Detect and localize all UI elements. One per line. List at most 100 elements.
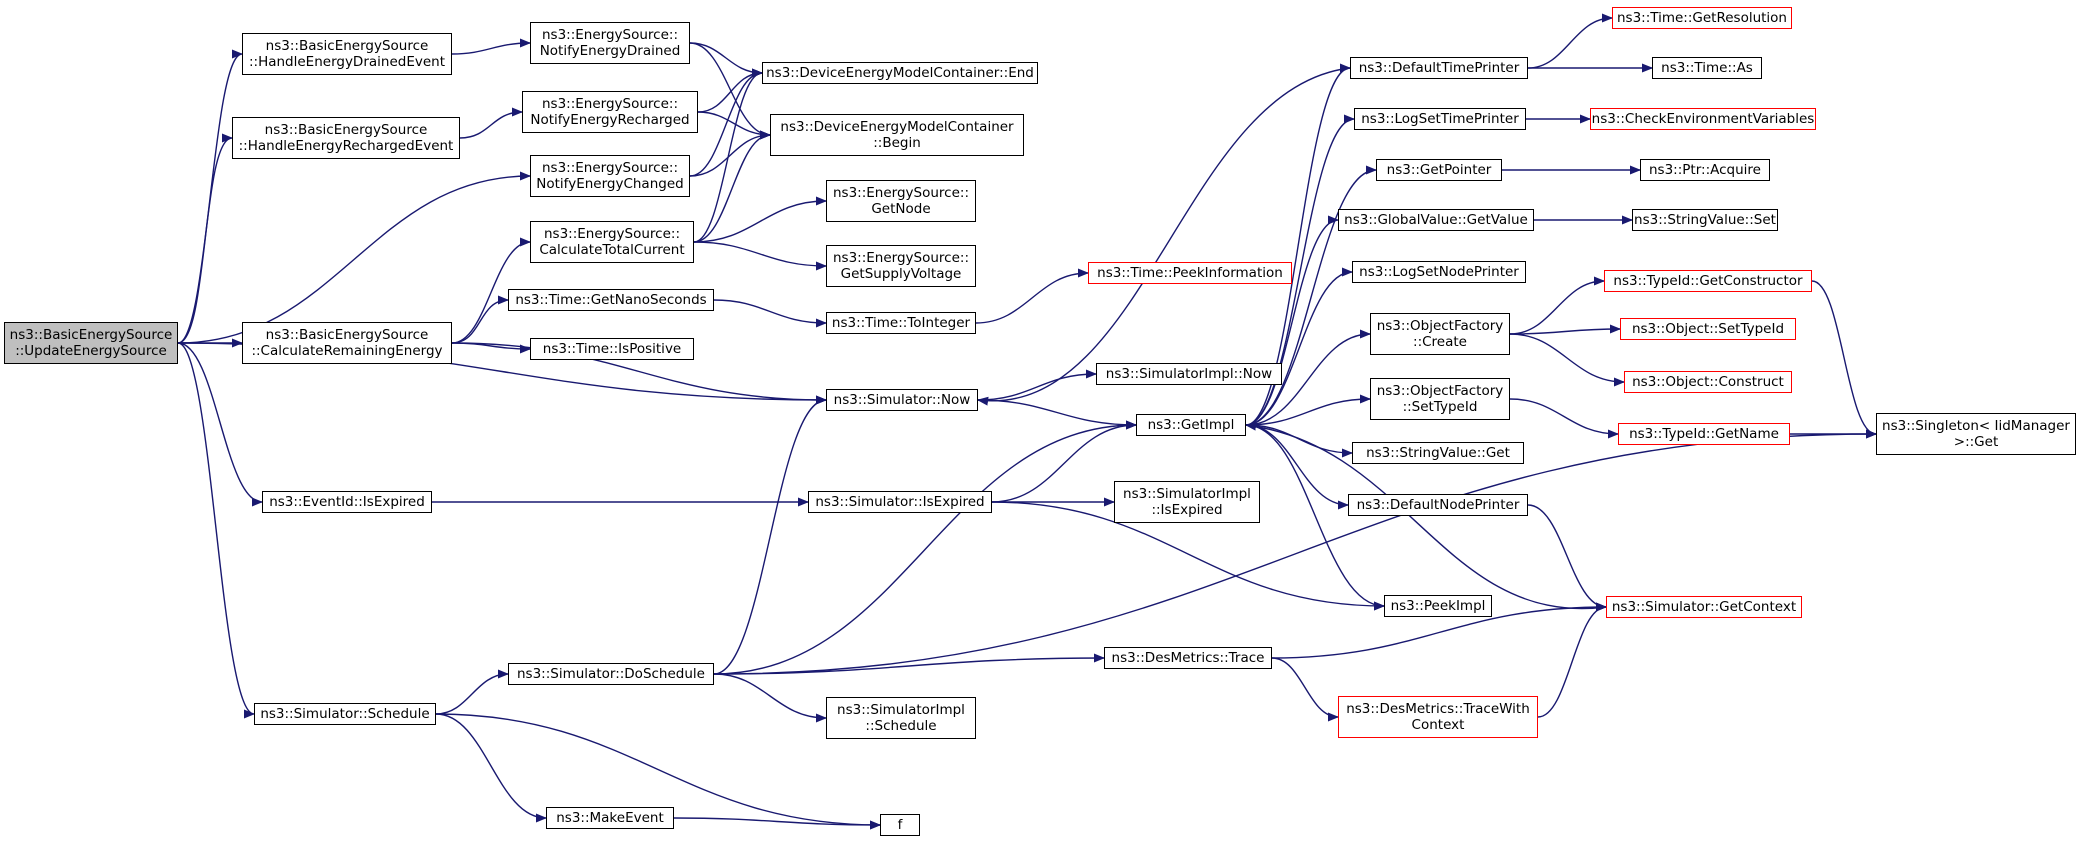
node-calcRemaining[interactable]: ns3::BasicEnergySource::CalculateRemaini…	[242, 322, 452, 364]
node-getNode[interactable]: ns3::EnergySource::GetNode	[826, 180, 976, 222]
node-objSetTid[interactable]: ns3::Object::SetTypeId	[1620, 318, 1796, 340]
node-gvGetValue[interactable]: ns3::GlobalValue::GetValue	[1338, 209, 1534, 231]
node-label-line: ::UpdateEnergySource	[15, 343, 167, 359]
node-label-line: ns3::GlobalValue::GetValue	[1344, 212, 1528, 228]
node-label-line: ns3::Simulator::GetContext	[1611, 599, 1797, 615]
node-dmTrace[interactable]: ns3::DesMetrics::Trace	[1104, 647, 1272, 669]
edge-notifyChanged-to-dmEnd	[689, 68, 764, 177]
node-doSchedule[interactable]: ns3::Simulator::DoSchedule	[508, 663, 714, 685]
node-label-line: NotifyEnergyRecharged	[530, 112, 690, 128]
edge-notifyDrained-to-dmBegin	[689, 42, 772, 140]
edge-calcTotal-to-dmEnd	[693, 68, 764, 243]
node-label-line: >::Get	[1953, 434, 1999, 450]
node-notifyDrained[interactable]: ns3::EnergySource::NotifyEnergyDrained	[530, 22, 690, 64]
edge-getImpl-to-ofSetTypeId	[1245, 394, 1372, 426]
node-label-line: ::CalculateRemainingEnergy	[251, 343, 443, 359]
edge-getImpl-to-logSetNode	[1245, 267, 1354, 426]
node-root: ns3::BasicEnergySource::UpdateEnergySour…	[4, 322, 178, 364]
node-label-line: ns3::Time::GetNanoSeconds	[515, 292, 707, 308]
edge-calcRemaining-to-calcTotal	[451, 237, 532, 344]
node-label-line: f	[897, 817, 903, 833]
node-singletonGet[interactable]: ns3::Singleton< IidManager>::Get	[1876, 413, 2076, 455]
node-dmBegin[interactable]: ns3::DeviceEnergyModelContainer::Begin	[770, 114, 1024, 156]
node-svSet[interactable]: ns3::StringValue::Set	[1632, 209, 1778, 231]
node-label-line: ::Create	[1413, 334, 1467, 350]
edge-calcRemaining-to-simNow	[451, 342, 828, 405]
node-getResolution[interactable]: ns3::Time::GetResolution	[1612, 7, 1792, 29]
node-notifyRecharged[interactable]: ns3::EnergySource::NotifyEnergyRecharged	[522, 91, 698, 133]
node-getSupply[interactable]: ns3::EnergySource::GetSupplyVoltage	[826, 245, 976, 287]
node-objConstruct[interactable]: ns3::Object::Construct	[1624, 371, 1792, 393]
node-label-line: ::HandleEnergyRechargedEvent	[238, 138, 454, 154]
node-label-line: ns3::Object::Construct	[1632, 374, 1784, 390]
node-label-line: ns3::Time::IsPositive	[542, 341, 682, 357]
node-tidGetCtor[interactable]: ns3::TypeId::GetConstructor	[1604, 270, 1812, 292]
node-f[interactable]: f	[880, 814, 920, 836]
edge-dmTrace-to-simGetContext	[1271, 602, 1608, 659]
node-calcTotal[interactable]: ns3::EnergySource::CalculateTotalCurrent	[530, 221, 694, 263]
node-implNow[interactable]: ns3::SimulatorImpl::Now	[1096, 363, 1282, 385]
node-label-line: ns3::Simulator::DoSchedule	[517, 666, 705, 682]
edge-schedule-to-f	[435, 713, 882, 830]
node-getNano[interactable]: ns3::Time::GetNanoSeconds	[508, 289, 714, 311]
edge-dmTrace-to-traceWithCtx	[1271, 657, 1340, 722]
node-label-line: NotifyEnergyDrained	[539, 43, 681, 59]
node-simGetContext[interactable]: ns3::Simulator::GetContext	[1606, 596, 1802, 618]
edge-schedule-to-doSchedule	[435, 669, 510, 715]
node-label-line: ns3::LogSetNodePrinter	[1359, 264, 1519, 280]
node-implIsExpired[interactable]: ns3::SimulatorImpl::IsExpired	[1114, 481, 1260, 523]
node-label-line: ns3::GetImpl	[1147, 417, 1235, 433]
node-isPositive[interactable]: ns3::Time::IsPositive	[530, 338, 694, 360]
edge-getImpl-to-gvGetValue	[1245, 215, 1340, 426]
node-isExpiredEv[interactable]: ns3::EventId::IsExpired	[262, 491, 432, 513]
node-logSetNode[interactable]: ns3::LogSetNodePrinter	[1352, 261, 1526, 283]
edge-doSchedule-to-getImpl	[713, 420, 1138, 675]
node-svGet[interactable]: ns3::StringValue::Get	[1352, 442, 1524, 464]
node-ofSetTypeId[interactable]: ns3::ObjectFactory::SetTypeId	[1370, 378, 1510, 420]
node-simIsExpired[interactable]: ns3::Simulator::IsExpired	[808, 491, 992, 513]
node-label-line: ns3::EnergySource::	[832, 250, 969, 266]
node-label-line: ns3::StringValue::Set	[1634, 212, 1776, 228]
edge-schedule-to-makeEvent	[435, 713, 548, 823]
node-checkEnv[interactable]: ns3::CheckEnvironmentVariables	[1590, 108, 1816, 130]
node-label-line: ::HandleEnergyDrainedEvent	[248, 54, 446, 70]
node-label-line: ::SetTypeId	[1402, 399, 1478, 415]
node-label-line: ns3::BasicEnergySource	[9, 327, 173, 343]
node-label-line: ns3::EventId::IsExpired	[269, 494, 425, 510]
node-schedule[interactable]: ns3::Simulator::Schedule	[254, 703, 436, 725]
node-defNodePrinter[interactable]: ns3::DefaultNodePrinter	[1348, 494, 1528, 516]
node-label-line: ns3::TypeId::GetConstructor	[1613, 273, 1803, 289]
node-label-line: ns3::MakeEvent	[556, 810, 664, 826]
node-makeEvent[interactable]: ns3::MakeEvent	[546, 807, 674, 829]
edge-ofCreate-to-objSetTid	[1509, 324, 1622, 335]
node-logSetTime[interactable]: ns3::LogSetTimePrinter	[1354, 108, 1526, 130]
edge-notifyChanged-to-dmBegin	[689, 130, 772, 177]
edge-simNow-to-implNow	[977, 369, 1098, 401]
node-implSchedule[interactable]: ns3::SimulatorImpl::Schedule	[826, 697, 976, 739]
node-getImpl[interactable]: ns3::GetImpl	[1136, 414, 1246, 436]
edge-traceWithCtx-to-simGetContext	[1537, 602, 1608, 718]
node-getPointer[interactable]: ns3::GetPointer	[1376, 159, 1502, 181]
node-label-line: ns3::Simulator::Schedule	[260, 706, 430, 722]
node-label-line: ns3::Time::GetResolution	[1616, 10, 1787, 26]
node-handleRecharged[interactable]: ns3::BasicEnergySource::HandleEnergyRech…	[232, 117, 460, 159]
node-peekImpl[interactable]: ns3::PeekImpl	[1384, 595, 1492, 617]
node-label-line: ::Begin	[873, 135, 921, 151]
node-toInteger[interactable]: ns3::Time::ToInteger	[826, 312, 976, 334]
node-label-line: ns3::DesMetrics::Trace	[1111, 650, 1265, 666]
node-handleDrained[interactable]: ns3::BasicEnergySource::HandleEnergyDrai…	[242, 33, 452, 75]
edge-getImpl-to-defTimePrinter	[1245, 63, 1352, 426]
node-timeAs[interactable]: ns3::Time::As	[1652, 57, 1762, 79]
node-notifyChanged[interactable]: ns3::EnergySource::NotifyEnergyChanged	[530, 155, 690, 197]
node-label-line: ns3::DefaultNodePrinter	[1356, 497, 1520, 513]
node-simNow[interactable]: ns3::Simulator::Now	[826, 389, 978, 411]
edge-handleRecharged-to-notifyRecharged	[459, 107, 524, 139]
node-defTimePrinter[interactable]: ns3::DefaultTimePrinter	[1350, 57, 1528, 79]
node-dmEnd[interactable]: ns3::DeviceEnergyModelContainer::End	[762, 62, 1038, 84]
node-label-line: ns3::Object::SetTypeId	[1631, 321, 1785, 337]
node-ofCreate[interactable]: ns3::ObjectFactory::Create	[1370, 313, 1510, 355]
node-ptrAcquire[interactable]: ns3::Ptr::Acquire	[1640, 159, 1770, 181]
node-tidGetName[interactable]: ns3::TypeId::GetName	[1618, 423, 1790, 445]
node-peekInfo[interactable]: ns3::Time::PeekInformation	[1088, 262, 1292, 284]
